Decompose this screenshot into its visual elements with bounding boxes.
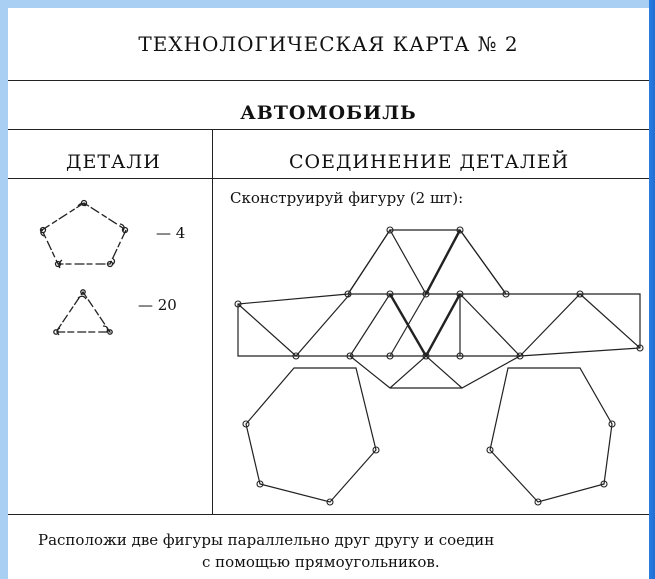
divider-title (8, 80, 649, 81)
column-divider (212, 129, 213, 515)
tech-card-sheet: ТЕХНОЛОГИЧЕСКАЯ КАРТА № 2 АВТОМОБИЛЬ ДЕТ… (8, 8, 649, 579)
pentagon-count: — 4 (156, 224, 186, 242)
footer-instruction-line-2: с помощью прямоугольников. (202, 553, 440, 571)
card-title: ТЕХНОЛОГИЧЕСКАЯ КАРТА № 2 (138, 32, 519, 56)
parts-column-header: ДЕТАЛИ (66, 151, 161, 173)
window-frame-left (0, 0, 8, 579)
joining-column-header: СОЕДИНЕНИЕ ДЕТАЛЕЙ (289, 151, 570, 173)
divider-footer (8, 514, 649, 515)
footer-instruction-line-1: Расположи две фигуры параллельно друг др… (38, 531, 495, 549)
triangle-part-icon (53, 289, 113, 336)
instruction-text: Сконструируй фигуру (2 шт): (230, 189, 464, 207)
window-frame-right (649, 0, 655, 579)
divider-headers (8, 178, 649, 179)
triangle-count: — 20 (138, 296, 177, 314)
pentagon-part-icon (39, 199, 129, 269)
card-subtitle: АВТОМОБИЛЬ (240, 102, 417, 124)
divider-subtitle (8, 129, 649, 130)
window-frame-top (0, 0, 655, 8)
assembly-diagram (234, 226, 644, 506)
